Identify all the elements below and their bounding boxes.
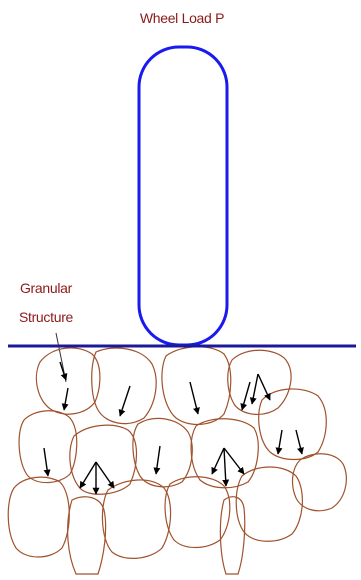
force-arrow-icon	[61, 387, 69, 411]
wheel-load-label: Wheel Load P	[140, 10, 224, 26]
grain-layer	[7, 346, 347, 575]
force-arrow-icon	[79, 461, 97, 489]
grain-icon	[35, 347, 101, 415]
wheel-outline	[137, 45, 229, 347]
grain-icon	[161, 346, 232, 425]
force-arrow-icon	[211, 447, 225, 475]
force-arrow-icon	[189, 381, 200, 415]
force-arrow-icon	[222, 447, 230, 487]
grain-icon	[101, 479, 172, 559]
grain-icon	[67, 496, 107, 575]
grain-icon	[227, 349, 292, 415]
force-arrows	[43, 361, 304, 495]
grain-icon	[258, 388, 327, 461]
grain-icon	[291, 453, 347, 512]
grain-icon	[235, 466, 303, 542]
grain-icon	[132, 417, 193, 488]
force-arrow-icon	[153, 445, 161, 475]
granular-structure-label-line2: Structure	[19, 309, 74, 325]
force-arrow-icon	[240, 381, 251, 411]
grain-icon	[69, 424, 138, 495]
force-arrow-icon	[43, 447, 51, 477]
force-arrow-icon	[223, 447, 245, 475]
grain-icon	[18, 410, 78, 484]
force-arrow-icon	[249, 373, 259, 405]
force-arrow-icon	[118, 385, 131, 417]
grain-icon	[219, 496, 246, 575]
force-arrow-icon	[59, 361, 68, 381]
force-arrow-icon	[295, 429, 304, 455]
wheel-icon	[137, 45, 229, 347]
grain-icon	[91, 347, 157, 425]
force-arrow-icon	[275, 429, 283, 455]
granular-structure-label-line1: Granular	[20, 280, 73, 296]
force-arrow-icon	[95, 461, 115, 489]
grain-icon	[190, 418, 259, 489]
grain-icon	[7, 476, 70, 558]
force-arrow-icon	[257, 373, 271, 401]
